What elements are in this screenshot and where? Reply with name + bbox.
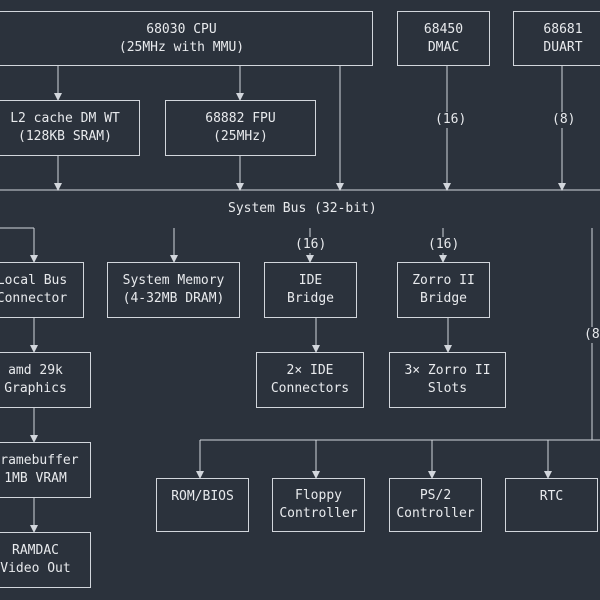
zorroslots-line1: 3× Zorro II bbox=[404, 363, 491, 378]
zorro-width-label: (16) bbox=[426, 237, 462, 253]
rtc-line1: RTC bbox=[539, 489, 564, 504]
cpu-line1: 68030 CPU bbox=[146, 21, 217, 37]
zorro-line2: Bridge bbox=[420, 291, 467, 306]
cpu-line2: (25MHz with MMU) bbox=[118, 39, 245, 55]
ps2-line2: Controller bbox=[396, 506, 475, 521]
ideconn-line2: Connectors bbox=[270, 381, 350, 396]
ramdac-line1: RAMDAC bbox=[12, 543, 59, 558]
l2cache-node: L2 cache DM WT (128KB SRAM) bbox=[0, 100, 140, 156]
dmac-line1: 68450 bbox=[423, 21, 464, 37]
localbus-line1: Local Bus bbox=[0, 273, 68, 288]
graphics-line1: amd 29k bbox=[8, 363, 63, 378]
dmac-line2: DMAC bbox=[427, 39, 460, 55]
sysmem-line2: (4-32MB DRAM) bbox=[122, 291, 225, 306]
framebuffer-line2: 1MB VRAM bbox=[4, 471, 67, 486]
ideconn-node: 2× IDE Connectors bbox=[256, 352, 364, 408]
localbus-node: Local Bus Connector bbox=[0, 262, 84, 318]
ps2-line1: PS/2 bbox=[419, 488, 452, 503]
ps2-node: PS/2 Controller bbox=[389, 478, 482, 532]
floppy-line2: Controller bbox=[279, 506, 358, 521]
zorroslots-line2: Slots bbox=[427, 381, 468, 396]
ramdac-line2: Video Out bbox=[0, 561, 71, 576]
floppy-line1: Floppy bbox=[295, 488, 342, 503]
system-bus-label: System Bus (32-bit) bbox=[226, 201, 379, 217]
zorroslots-node: 3× Zorro II Slots bbox=[389, 352, 506, 408]
ide-node: IDE Bridge bbox=[264, 262, 357, 318]
duart-width-label: (8) bbox=[550, 112, 578, 128]
zorro-line1: Zorro II bbox=[412, 273, 475, 288]
ide-width-label: (16) bbox=[293, 237, 329, 253]
rom-line1: ROM/BIOS bbox=[171, 489, 234, 504]
ramdac-node: RAMDAC Video Out bbox=[0, 532, 91, 588]
duart-node: 68681 DUART bbox=[513, 11, 600, 66]
l2cache-line2: (128KB SRAM) bbox=[18, 129, 112, 144]
framebuffer-node: Framebuffer 1MB VRAM bbox=[0, 442, 91, 498]
dmac-node: 68450 DMAC bbox=[397, 11, 490, 66]
graphics-node: amd 29k Graphics bbox=[0, 352, 91, 408]
ideconn-line1: 2× IDE bbox=[286, 363, 334, 378]
ide-line1: IDE bbox=[298, 273, 323, 288]
framebuffer-line1: Framebuffer bbox=[0, 453, 79, 468]
rom-node: ROM/BIOS bbox=[156, 478, 249, 532]
l2cache-line1: L2 cache DM WT bbox=[10, 111, 120, 126]
fpu-node: 68882 FPU (25MHz) bbox=[165, 100, 316, 156]
rtc-node: RTC bbox=[505, 478, 598, 532]
fpu-line1: 68882 FPU bbox=[205, 111, 276, 126]
ide-line2: Bridge bbox=[287, 291, 334, 306]
duart-line1: 68681 bbox=[543, 21, 583, 37]
dmac-width-label: (16) bbox=[433, 112, 469, 128]
graphics-line2: Graphics bbox=[4, 381, 67, 396]
zorro-node: Zorro II Bridge bbox=[397, 262, 490, 318]
sysmem-node: System Memory (4-32MB DRAM) bbox=[107, 262, 240, 318]
floppy-node: Floppy Controller bbox=[272, 478, 365, 532]
fpu-line2: (25MHz) bbox=[213, 129, 268, 144]
sysmem-line1: System Memory bbox=[122, 273, 225, 288]
cpu-node: 68030 CPU (25MHz with MMU) bbox=[0, 11, 373, 66]
duart-line2: DUART bbox=[543, 39, 583, 55]
localbus-line2: Connector bbox=[0, 291, 68, 306]
local-width-label: (8) bbox=[582, 327, 600, 343]
